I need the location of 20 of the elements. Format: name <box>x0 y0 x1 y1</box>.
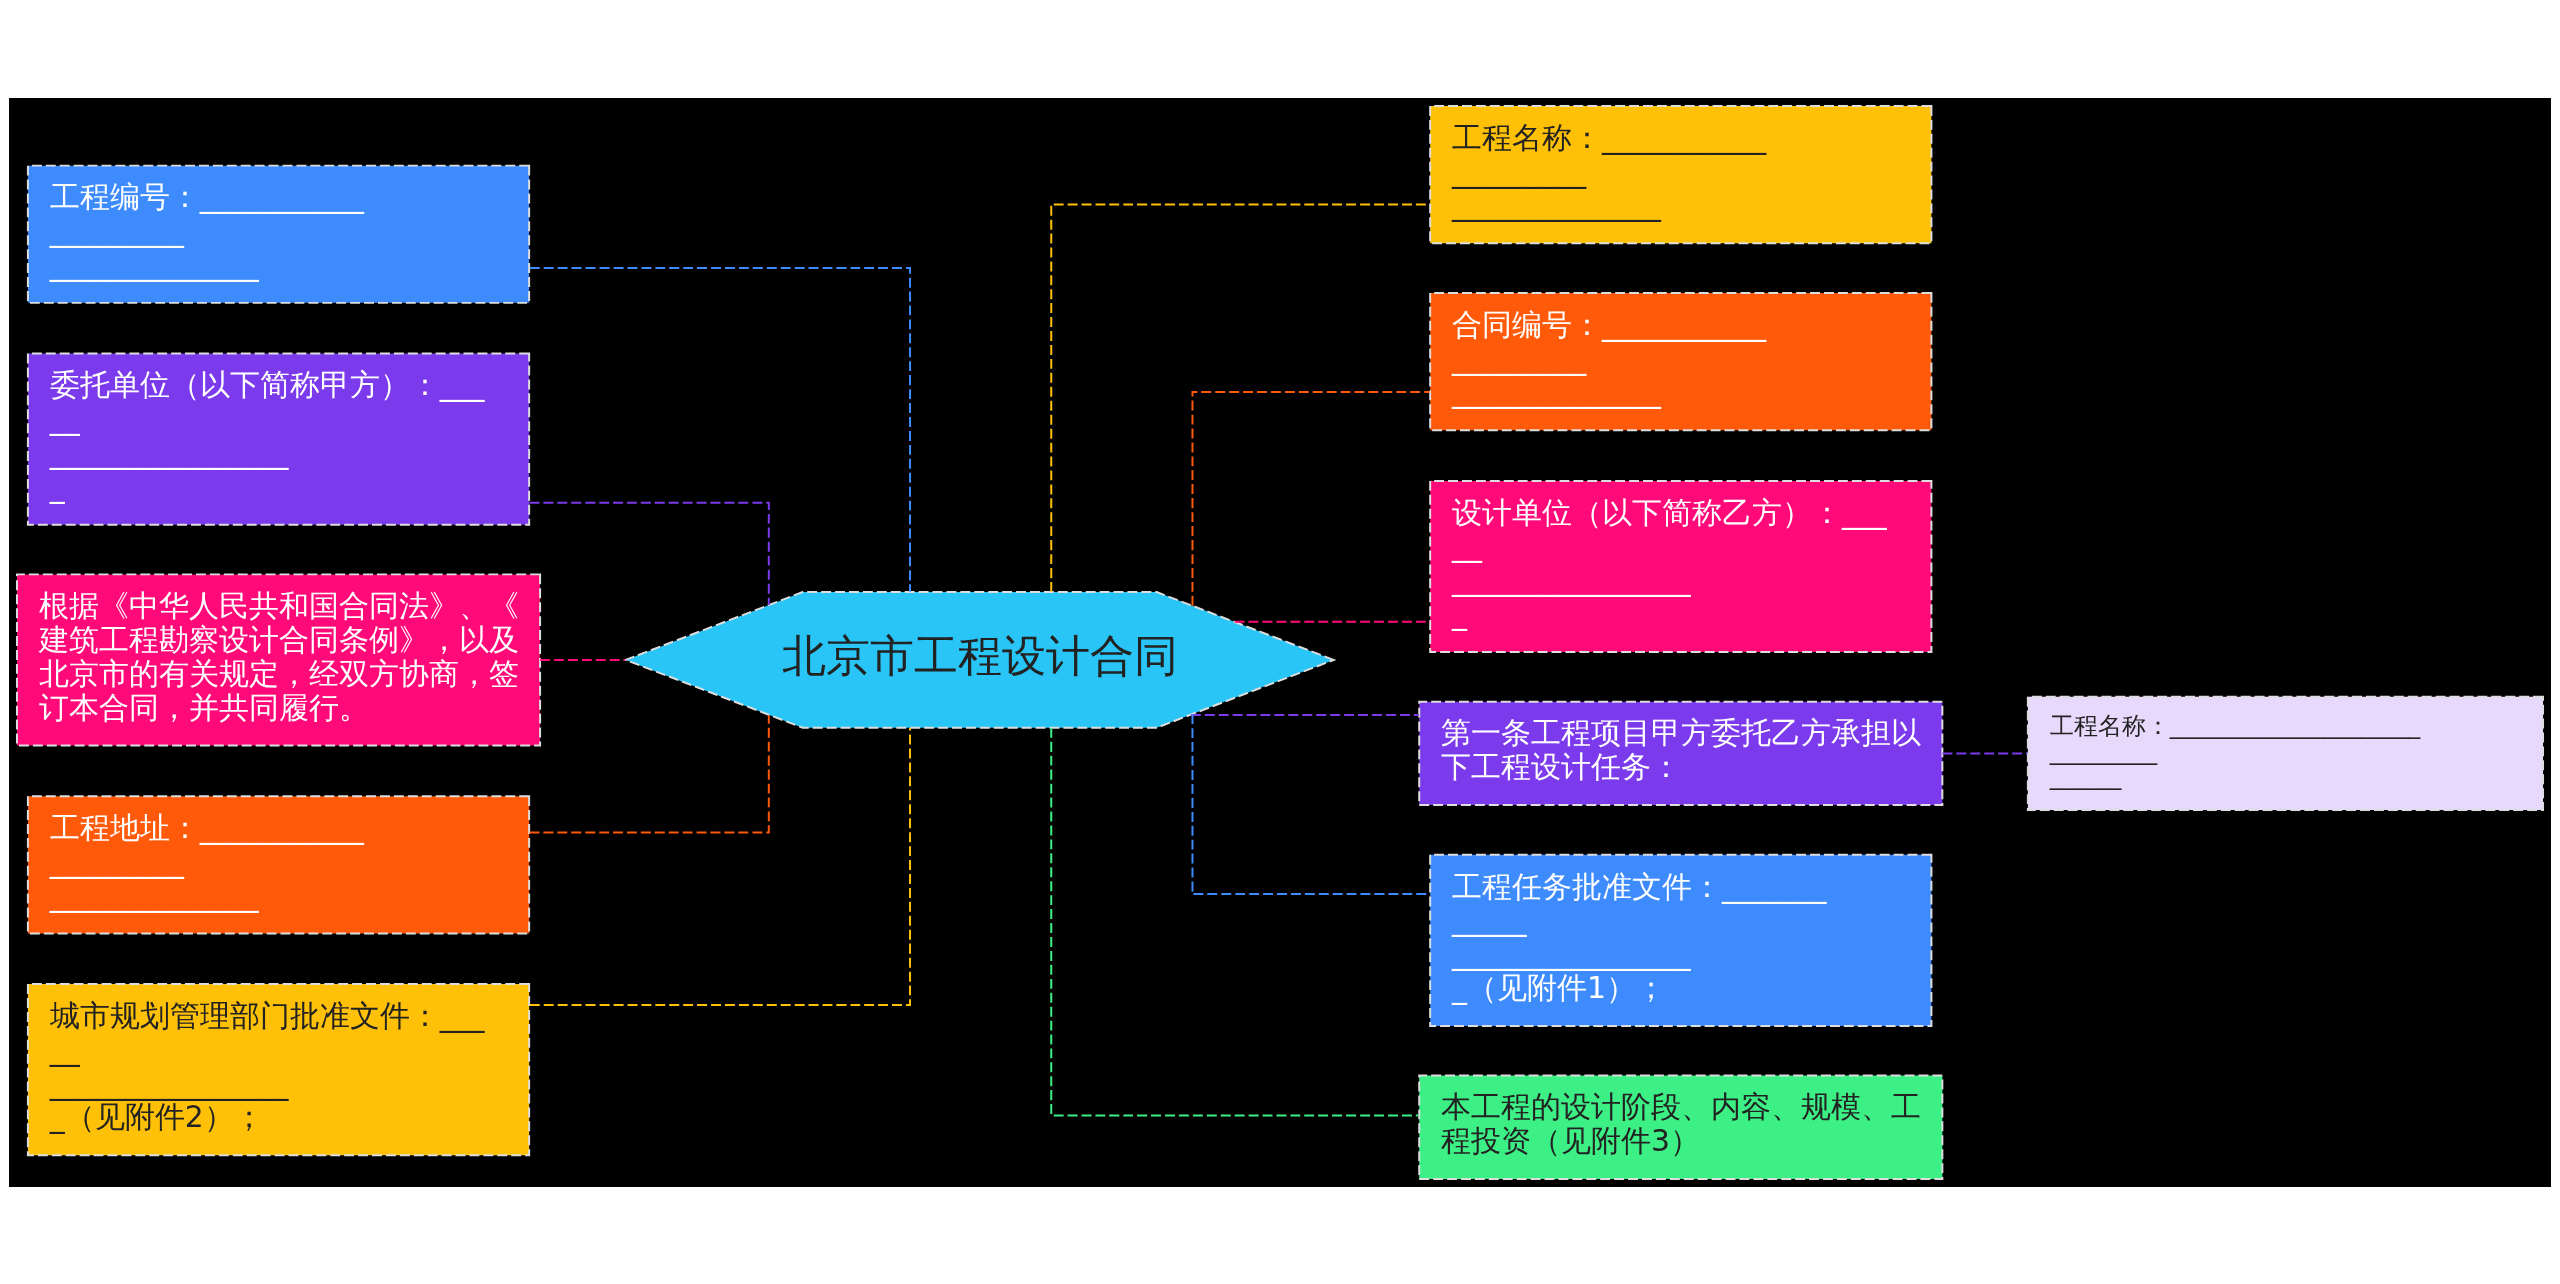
node-box: 工程任务批准文件：____________ _________________（见附件1）； <box>1429 853 1933 1027</box>
node-box: 第一条工程项目甲方委托乙方承担以下工程设计任务： <box>1418 700 1944 806</box>
node-box: 设计单位（以下简称乙方）：_____ _________________ <box>1429 479 1933 653</box>
connector <box>528 501 770 606</box>
node-box: 根据《中华人民共和国合同法》、《建筑工程勘察设计合同条例》，以及北京市的有关规定，经双方协商，签订本合同，并共同履行。 <box>15 572 542 746</box>
node-box: 合同编号：____________________ ______________ <box>1429 291 1933 431</box>
node-box: 委托单位（以下简称甲方）：_____ _________________ <box>26 352 531 526</box>
connector <box>528 266 912 593</box>
node-box: 城市规划管理部门批准文件：_____ _________________（见附件2）； <box>26 982 531 1156</box>
connector <box>1050 726 1420 1116</box>
node-box: 工程名称：____________________ ______________ <box>1429 104 1933 244</box>
connector <box>1941 751 2029 754</box>
node-box: 工程编号：____________________ ______________ <box>26 164 531 304</box>
node-box: 工程名称：______________________________ ______ <box>2026 695 2545 811</box>
connector <box>539 658 627 661</box>
connector <box>528 713 770 833</box>
connector <box>1191 390 1431 607</box>
connector <box>528 726 912 1006</box>
node-box: 本工程的设计阶段、内容、规模、工程投资（见附件3） <box>1418 1074 1944 1180</box>
node-box: 工程地址：____________________ ______________ <box>26 794 531 934</box>
